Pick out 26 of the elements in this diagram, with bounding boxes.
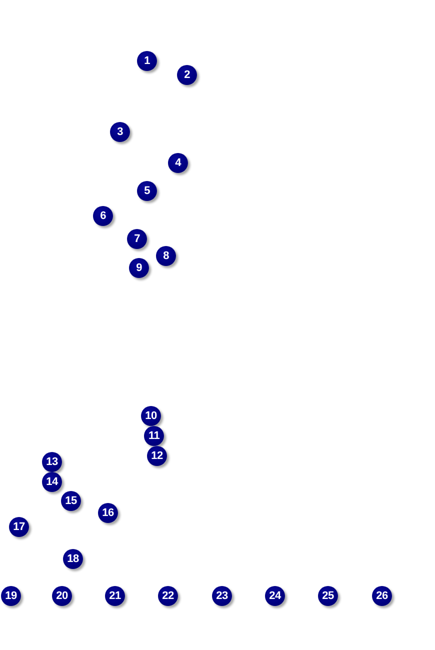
callout-number: 20 [52, 586, 72, 606]
callout-number: 4 [168, 153, 188, 173]
callout-number: 21 [105, 586, 125, 606]
callout-number: 8 [156, 246, 176, 266]
callout-number: 23 [212, 586, 232, 606]
callout-number: 17 [9, 517, 29, 537]
callout-number: 13 [42, 452, 62, 472]
callout-number: 6 [93, 206, 113, 226]
callout-number: 26 [372, 586, 392, 606]
callout-number: 15 [61, 491, 81, 511]
callout-number: 2 [177, 65, 197, 85]
callout-number: 1 [137, 51, 157, 71]
callout-number: 19 [1, 586, 21, 606]
callout-number: 12 [147, 446, 167, 466]
callout-number: 11 [144, 426, 164, 446]
callout-number: 5 [137, 181, 157, 201]
callout-number: 7 [127, 229, 147, 249]
callout-number: 3 [110, 122, 130, 142]
callout-number: 9 [129, 258, 149, 278]
callout-number: 18 [63, 549, 83, 569]
callout-number: 10 [141, 406, 161, 426]
callout-number: 25 [318, 586, 338, 606]
callout-number: 16 [98, 503, 118, 523]
callout-number: 22 [158, 586, 178, 606]
callout-number: 24 [265, 586, 285, 606]
callout-number: 14 [42, 472, 62, 492]
